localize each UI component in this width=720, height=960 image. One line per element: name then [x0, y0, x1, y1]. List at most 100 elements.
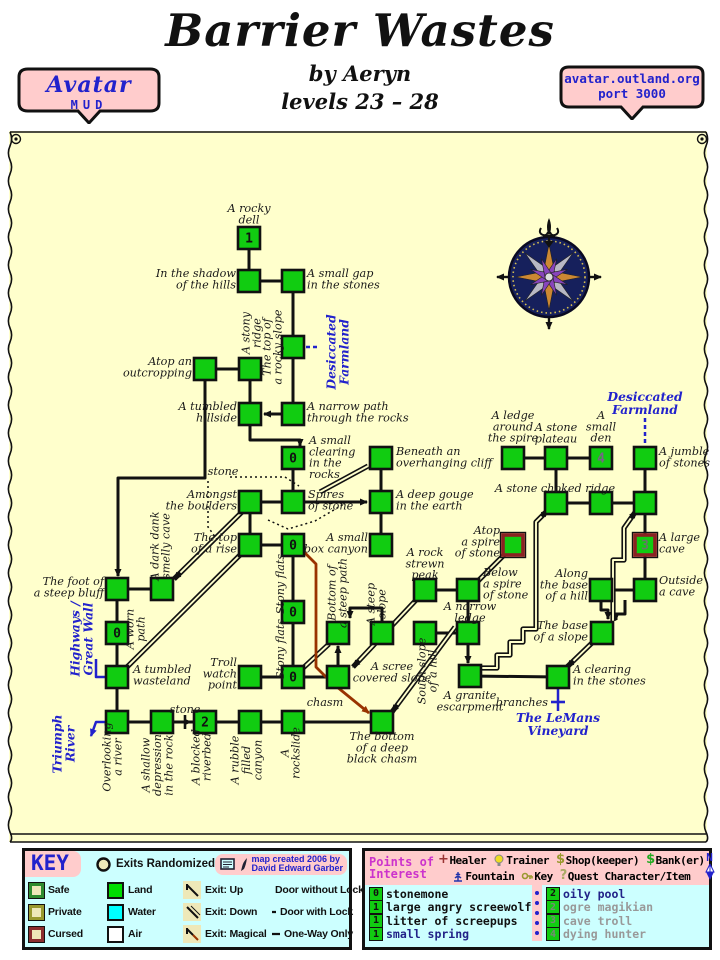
- map-room-shadow-of-hills: [236, 268, 262, 294]
- bank-dollar-icon: $: [646, 852, 655, 867]
- terrain-swatch: [107, 925, 124, 943]
- map-room-clearing-in-stones: [545, 664, 571, 690]
- map-room-atop-spire: [499, 531, 527, 559]
- room-box: [280, 532, 306, 558]
- room-box: [280, 445, 306, 471]
- room-box: [280, 489, 306, 515]
- room-box: [149, 576, 175, 602]
- poi-entry-number: 1: [369, 927, 383, 942]
- poi-service-label: Quest Character/Item: [567, 869, 691, 883]
- room-box: [325, 664, 351, 690]
- poi-entry-label: litter of screepups: [386, 913, 518, 928]
- poi-service-label: Fountain: [465, 869, 515, 883]
- room-label: Overlookinga river: [100, 722, 124, 791]
- poi-title: Points of Interest: [369, 855, 435, 881]
- poi-service-label: Healer: [449, 853, 487, 867]
- map-path-updown-core: [481, 515, 543, 669]
- quill-pen-icon: [241, 857, 248, 871]
- key-item-door-oneway: One-Way Only: [271, 927, 353, 941]
- map-room-small-gap: [280, 268, 306, 294]
- map-room-top-rocky-slope: [280, 334, 306, 360]
- map-path: [612, 600, 627, 621]
- room-box: [192, 709, 218, 735]
- room-box: [632, 445, 658, 471]
- room-label: A wornpath: [123, 609, 147, 651]
- key-item-door-plain: Door without Lock: [271, 883, 364, 897]
- room-box: [589, 620, 615, 646]
- key-item-label: Exit: Magical: [205, 928, 267, 940]
- key-title: KEY: [25, 851, 81, 877]
- room-box: [368, 532, 394, 558]
- badge-left-line1: Avatar: [46, 72, 132, 98]
- map-path: [248, 425, 304, 447]
- key-icon: [522, 872, 534, 879]
- exit-down-icon: [183, 903, 201, 921]
- map-levels: levels 23 – 28: [281, 89, 439, 114]
- room-box: [237, 664, 263, 690]
- map-room-deep-gouge: [368, 489, 394, 515]
- room-label: The top ofa rocky slope: [260, 309, 284, 384]
- map-credit: map created 2006 by David Edward Garber: [215, 853, 347, 875]
- map-room-rockslide: [280, 709, 306, 735]
- badge-shield-icon: [17, 67, 161, 124]
- room-box: [369, 709, 395, 735]
- map-room-narrow-path-rocks: [280, 401, 306, 427]
- map-path-exit: [89, 720, 105, 737]
- key-item-exit-magical: Exit: Magical: [183, 925, 271, 943]
- map-path: [469, 674, 559, 679]
- room-box: [369, 620, 395, 646]
- fleur-de-lis-icon: [538, 218, 560, 248]
- map-path-exit: [94, 659, 105, 679]
- map-author: by Aeryn: [308, 61, 412, 86]
- key-item-label: Air: [128, 928, 142, 940]
- map-path: [346, 606, 384, 621]
- map-room-foot-steep-bluff: [104, 576, 130, 602]
- map-room-jumble-of-stones: [632, 445, 658, 471]
- terrain-swatch: [107, 903, 124, 921]
- compass-rose-icon: [496, 218, 602, 330]
- room-box: [280, 599, 306, 625]
- key-item-label: One-Way Only: [284, 928, 353, 940]
- key-item-air: Air: [107, 925, 183, 943]
- scroll-curl-icon: [696, 133, 708, 145]
- room-box: [632, 577, 658, 603]
- room-marker: 0: [289, 539, 297, 554]
- room-box: [325, 620, 351, 646]
- poi-entry-number: 1: [369, 913, 383, 928]
- map-border-right: [703, 131, 709, 843]
- poi-separator: [532, 885, 542, 941]
- map-room-dark-dank-cave: [149, 576, 175, 602]
- map-room-ridge-a: [543, 490, 569, 516]
- scroll-curl-icon: [10, 133, 22, 145]
- map-path-randomized: [207, 481, 222, 546]
- healer-cross-icon: +: [438, 852, 449, 867]
- map-room-small-box-canyon: [368, 532, 394, 558]
- room-box: [237, 356, 263, 382]
- key-header: KEY Exits Randomized map created 2006 by…: [25, 851, 349, 877]
- room-box: [104, 576, 130, 602]
- badge-left-line2: MUD: [70, 98, 108, 112]
- room-type-swatch: [28, 903, 45, 921]
- map-path: [114, 380, 207, 577]
